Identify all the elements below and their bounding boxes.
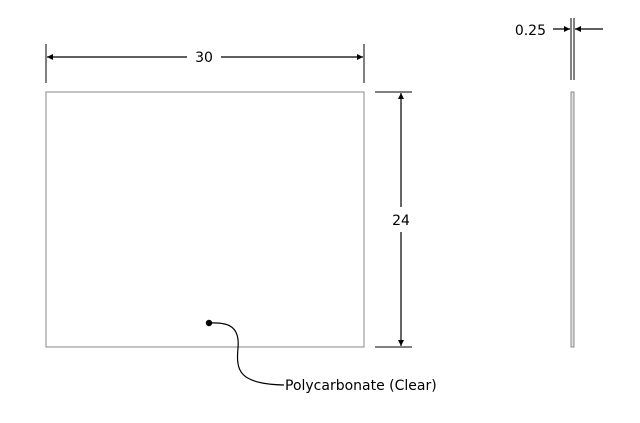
leader-line bbox=[208, 322, 285, 386]
height-dimension-label: 24 bbox=[392, 213, 410, 229]
material-callout: Polycarbonate (Clear) bbox=[205, 319, 437, 394]
height-dimension: 24 bbox=[375, 91, 412, 348]
panel-front-view bbox=[45, 91, 365, 348]
width-dimension-label: 30 bbox=[195, 50, 213, 66]
panel-side-view bbox=[570, 91, 575, 348]
width-dimension: 30 bbox=[45, 44, 365, 83]
thickness-dimension: 0.25 bbox=[515, 18, 603, 80]
thickness-dimension-label: 0.25 bbox=[515, 23, 546, 39]
material-label: Polycarbonate (Clear) bbox=[285, 378, 437, 394]
